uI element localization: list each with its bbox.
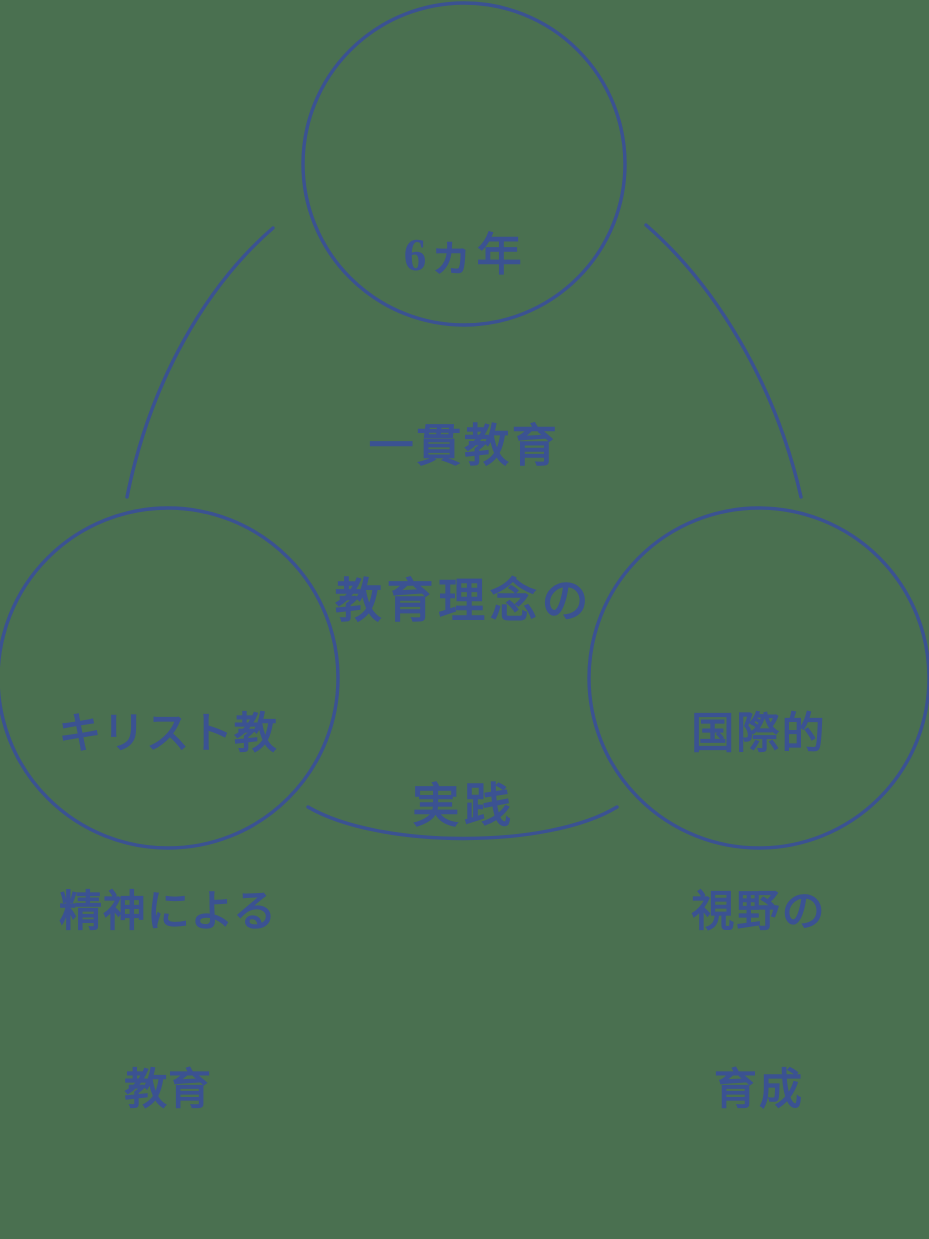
node-label-bottom-right-line-2: 視野の: [691, 888, 827, 936]
node-label-bottom-right-line-3: 育成: [713, 1066, 805, 1114]
node-circle-group: [0, 1, 929, 850]
node-label-bottom-left-line-2: 精神による: [58, 888, 277, 936]
connector-bottom-arc: [306, 805, 619, 841]
connector-top-left-arc: [125, 226, 275, 499]
node-label-bottom-left-line-3: 教育: [124, 1066, 212, 1114]
circle-node-top[interactable]: [301, 1, 627, 327]
concept-diagram: 6ヵ年 一貫教育 教育理念の 実践 キリスト教 精神による 教育 国際的 視野の…: [0, 1, 929, 1114]
connector-group: [125, 223, 803, 841]
diagram-canvas: [0, 1, 929, 850]
circle-node-bottom-right[interactable]: [587, 506, 929, 850]
circle-node-bottom-left[interactable]: [0, 506, 340, 850]
connector-top-right-arc: [644, 223, 803, 499]
